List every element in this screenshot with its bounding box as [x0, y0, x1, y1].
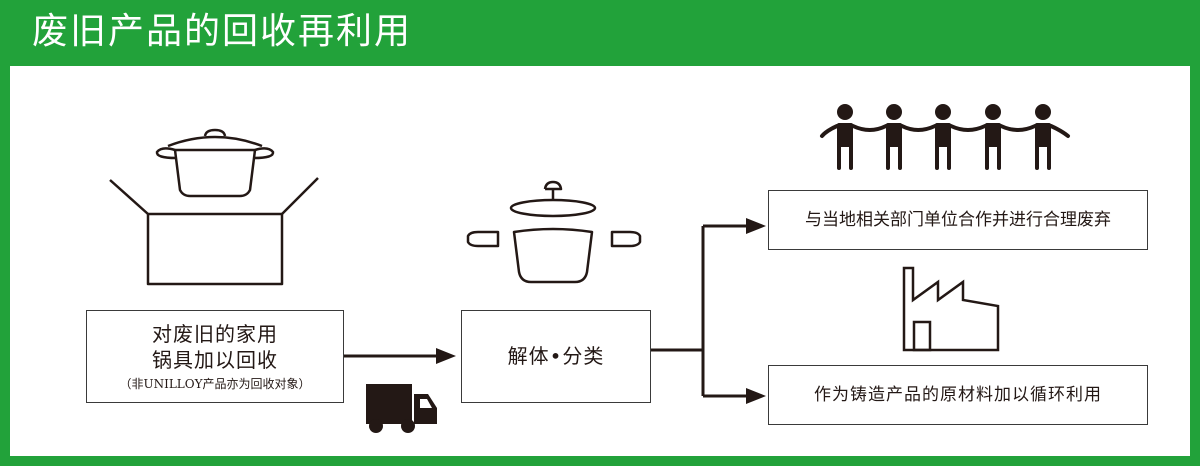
sort-label: 解体•分类 — [507, 344, 605, 368]
collect-line-1: 对废旧的家用 — [152, 322, 278, 346]
collect-box: 对废旧的家用 锅具加以回收 （非UNILLOY产品亦为回收对象） — [86, 310, 344, 403]
sort-box: 解体•分类 — [461, 310, 651, 403]
arrow-icon — [746, 388, 766, 404]
dispose-label: 与当地相关部门单位合作并进行合理废弃 — [805, 210, 1111, 230]
reuse-box: 作为铸造产品的原材料加以循环利用 — [768, 365, 1148, 425]
collect-line-2: 锅具加以回收 — [152, 348, 278, 372]
reuse-label: 作为铸造产品的原材料加以循环利用 — [814, 385, 1102, 405]
collect-note: （非UNILLOY产品亦为回收对象） — [119, 377, 311, 391]
dispose-box: 与当地相关部门单位合作并进行合理废弃 — [768, 190, 1148, 250]
page-title: 废旧产品的回收再利用 — [32, 11, 413, 52]
arrow-icon — [746, 218, 766, 234]
arrow-icon — [436, 348, 456, 364]
